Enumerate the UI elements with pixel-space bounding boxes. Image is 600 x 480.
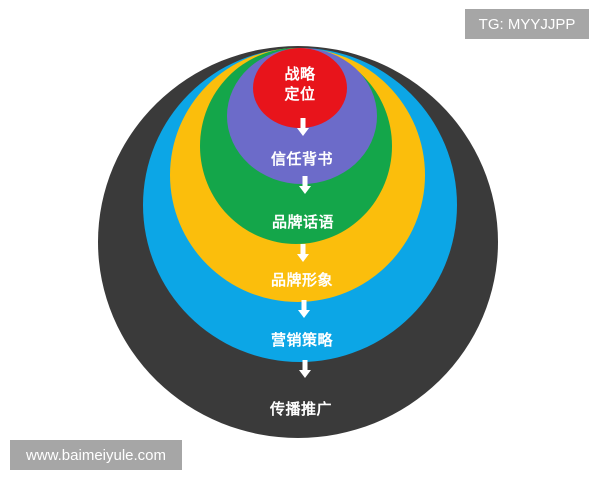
- arrow-down-icon: [297, 118, 309, 136]
- label-strategy-line2: 定位: [284, 85, 316, 103]
- label-strategy: 战略 定位: [284, 64, 315, 104]
- label-marketing: 营销策略: [270, 331, 334, 349]
- arrow-down-icon: [299, 360, 311, 378]
- watermark-top: TG: MYYJJPP: [465, 9, 589, 39]
- label-promotion: 传播推广: [269, 400, 333, 418]
- label-trust: 信任背书: [270, 150, 334, 168]
- circle-strategy: [253, 48, 347, 128]
- arrow-down-icon: [299, 176, 311, 194]
- watermark-bottom: www.baimeiyule.com: [10, 440, 182, 470]
- label-brand-image: 品牌形象: [270, 271, 334, 289]
- label-brand-discourse: 品牌话语: [271, 213, 335, 231]
- arrow-down-icon: [297, 244, 309, 262]
- arrow-down-icon: [298, 300, 310, 318]
- label-strategy-line1: 战略: [284, 65, 316, 83]
